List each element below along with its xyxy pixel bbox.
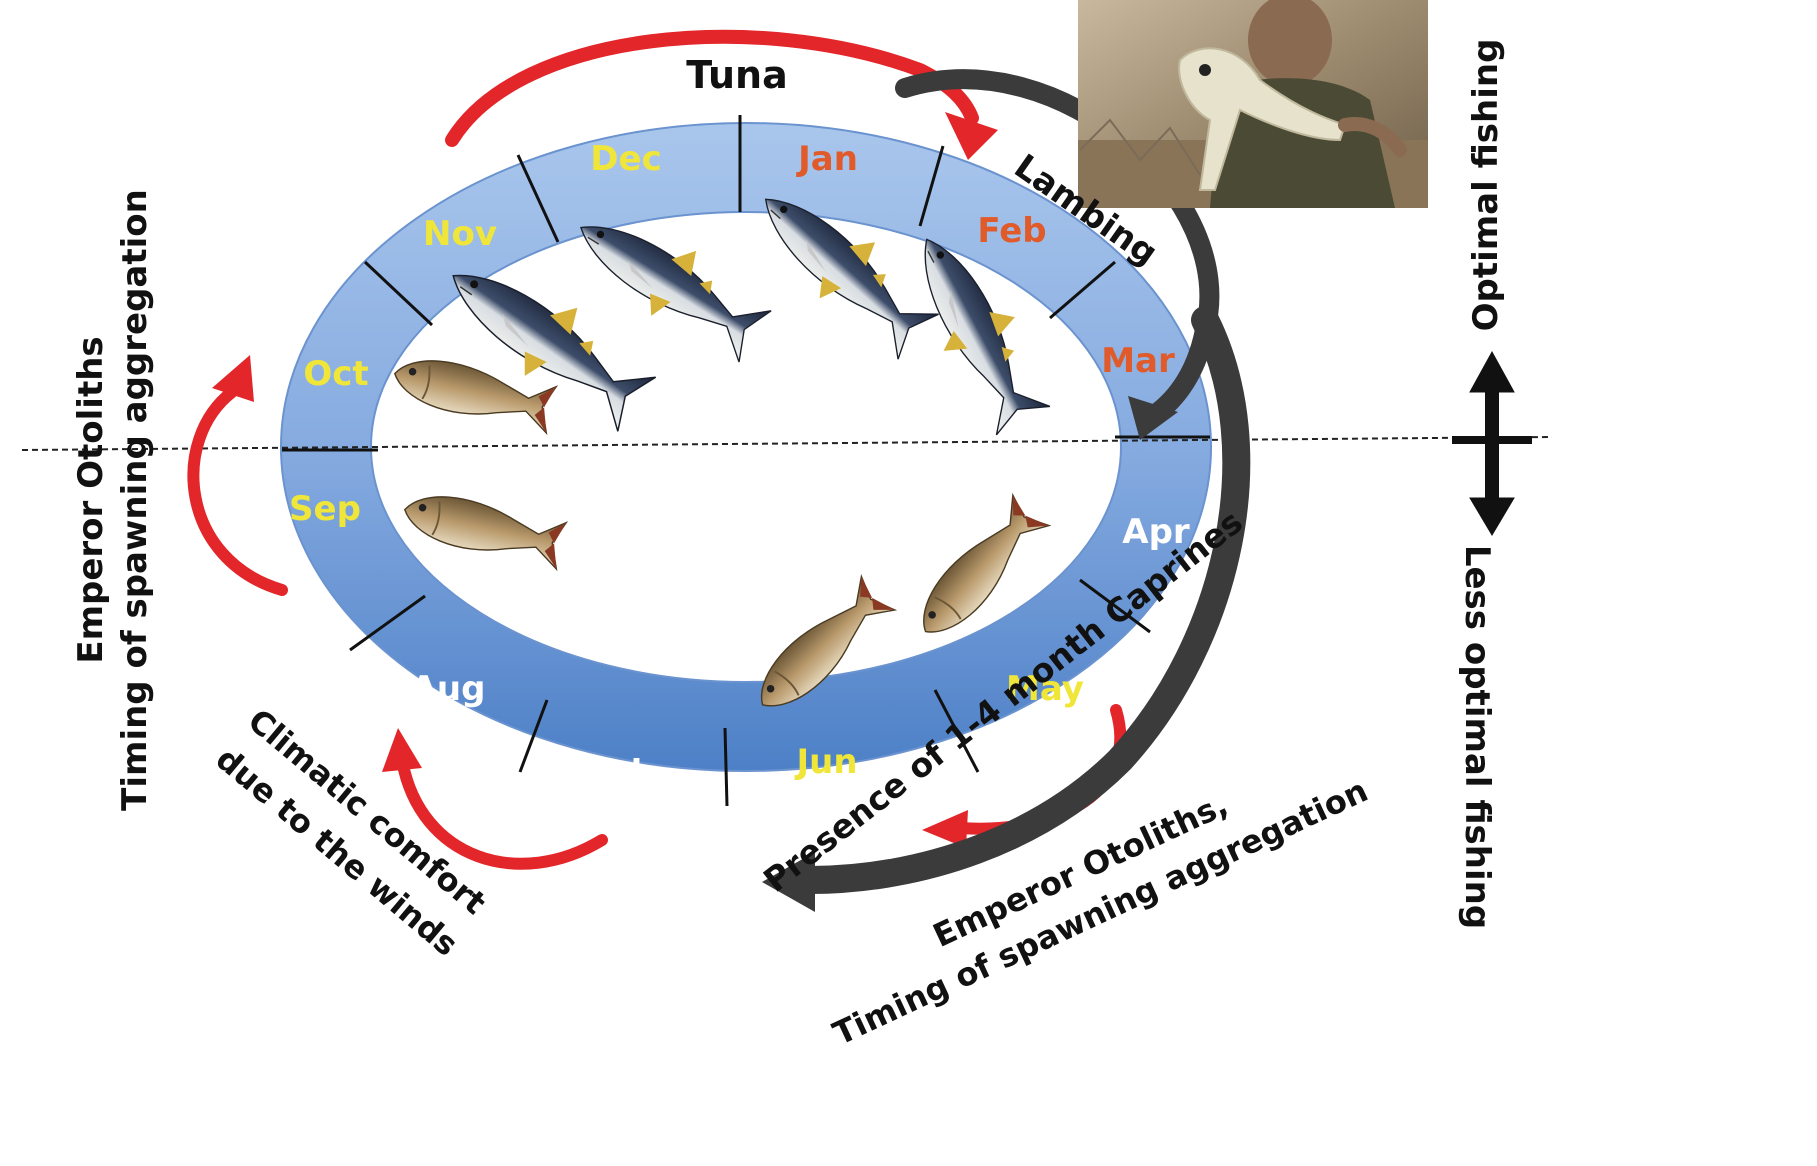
svg-text:Timing of spawning aggregation: Timing of spawning aggregation [115, 189, 155, 811]
month-label-dec: Dec [590, 139, 661, 179]
left-emperor-arrow [187, 386, 288, 596]
month-dividers [282, 115, 1210, 807]
month-label-mar: Mar [1101, 341, 1175, 381]
horizon-dashed-line [21, 436, 1553, 451]
tuna-label: Tuna [686, 53, 788, 97]
less-optimal-fishing-label: Less optimal fishing [1457, 545, 1497, 929]
emperor-otoliths-left-label: Emperor Otoliths Timing of spawning aggr… [71, 189, 155, 811]
svg-text:Emperor Otoliths: Emperor Otoliths [71, 336, 111, 663]
month-label-apr: Apr [1122, 512, 1190, 552]
month-label-may: May [1006, 669, 1084, 709]
month-label-jul: Jul [592, 753, 643, 793]
caprines-arrow [796, 306, 1251, 894]
climatic-comfort-label: Climatic comfort due to the winds [209, 701, 494, 963]
month-label-aug: Aug [411, 669, 486, 709]
month-label-jun: Jun [794, 742, 857, 782]
optimal-fishing-label: Optimal fishing [1466, 39, 1506, 332]
month-label-oct: Oct [303, 354, 368, 394]
shepherd-with-lamb-photo [1078, 0, 1428, 209]
optimal-scale-arrow [1452, 350, 1532, 536]
month-label-feb: Feb [977, 211, 1046, 251]
month-label-sep: Sep [289, 489, 361, 529]
emperor-otoliths-bottom-label: Emperor Otoliths, Timing of spawning agg… [827, 771, 1373, 1053]
lambing-arrow [895, 69, 1220, 428]
climatic-comfort-arrow [396, 754, 608, 870]
dark-arrows [762, 69, 1251, 912]
month-labels: Dec Jan Feb Mar Apr May Jun Jul Aug Sep … [289, 139, 1190, 793]
svg-text:Timing of spawning aggregation: Timing of spawning aggregation [827, 771, 1373, 1053]
month-label-jan: Jan [796, 139, 858, 179]
month-label-nov: Nov [423, 214, 497, 254]
